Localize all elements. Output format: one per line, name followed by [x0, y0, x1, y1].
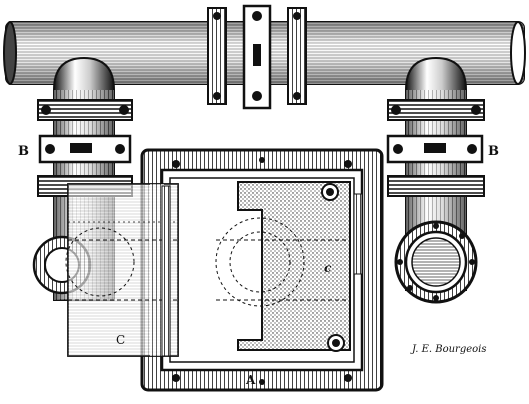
marker-right-b: B	[488, 144, 499, 159]
right-port-flange	[394, 220, 478, 304]
marker-right-panel-c: c	[324, 261, 332, 275]
slide-valve-plate	[215, 181, 351, 352]
left-sliding-panel	[65, 183, 179, 357]
marker-left-panel-c: C	[116, 333, 125, 347]
marker-bottom-a: A	[245, 373, 256, 387]
frame-guide-rods	[161, 185, 363, 357]
top-coupling	[207, 4, 307, 110]
engraver-signature: J. E. Bourgeois	[410, 344, 487, 355]
marker-left-b: B	[18, 144, 29, 159]
